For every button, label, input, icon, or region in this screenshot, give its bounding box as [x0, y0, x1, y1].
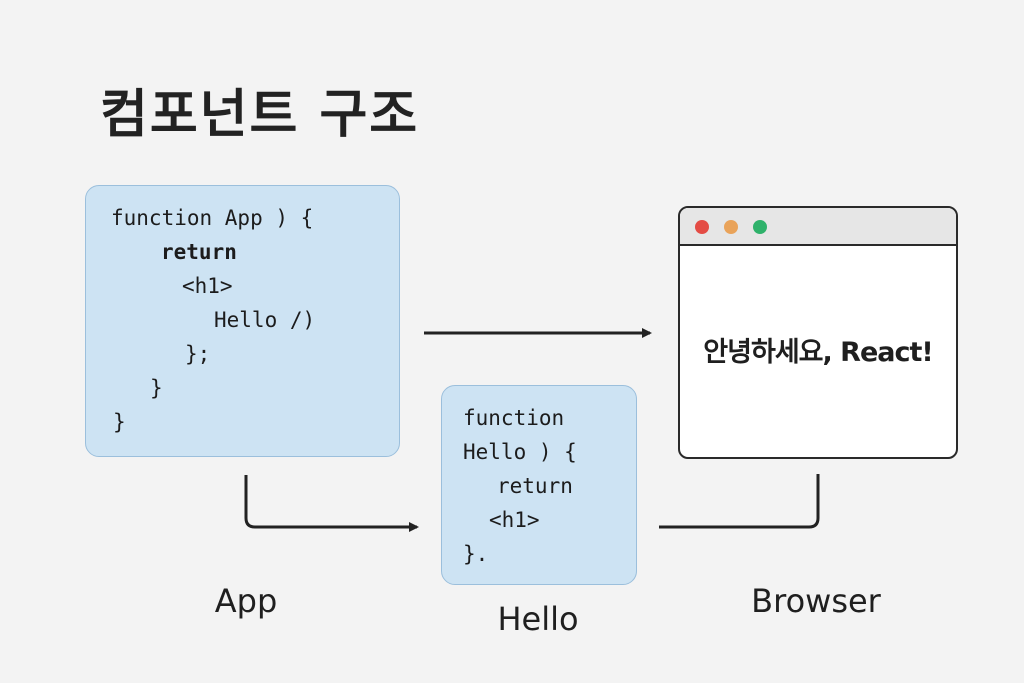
browser-content-text: 안녕하세요, React! [703, 337, 933, 368]
close-dot-icon [695, 220, 709, 234]
hello-code-line: Hello ) { [463, 440, 577, 464]
maximize-dot-icon [753, 220, 767, 234]
hello-code-box: function Hello ) { return <h1> }. [441, 385, 637, 585]
app-code-line: return [161, 240, 237, 264]
minimize-dot-icon [724, 220, 738, 234]
browser-label: Browser [751, 582, 881, 620]
browser-window: 안녕하세요, React! [678, 206, 958, 459]
app-code-line: <h1> [182, 274, 233, 298]
hello-label: Hello [497, 600, 579, 638]
app-code-line: } [113, 410, 126, 434]
line-hello-to-browser [659, 474, 820, 529]
app-code-box: function App ) { return <h1> Hello /) };… [85, 185, 400, 457]
app-code-line: } [150, 376, 163, 400]
diagram-title: 컴포넌트 구조 [100, 85, 420, 145]
app-code-line: function App ) { [111, 206, 314, 230]
hello-code-line: <h1> [489, 508, 540, 532]
browser-title-bar [680, 208, 956, 246]
arrow-app-to-hello [244, 475, 419, 532]
app-code-line: }; [185, 342, 211, 366]
app-code-line: Hello /) [214, 308, 316, 332]
app-label: App [214, 582, 278, 620]
hello-code-line: }. [463, 542, 489, 566]
hello-code-line: function [463, 406, 565, 430]
hello-code-line: return [497, 474, 573, 498]
